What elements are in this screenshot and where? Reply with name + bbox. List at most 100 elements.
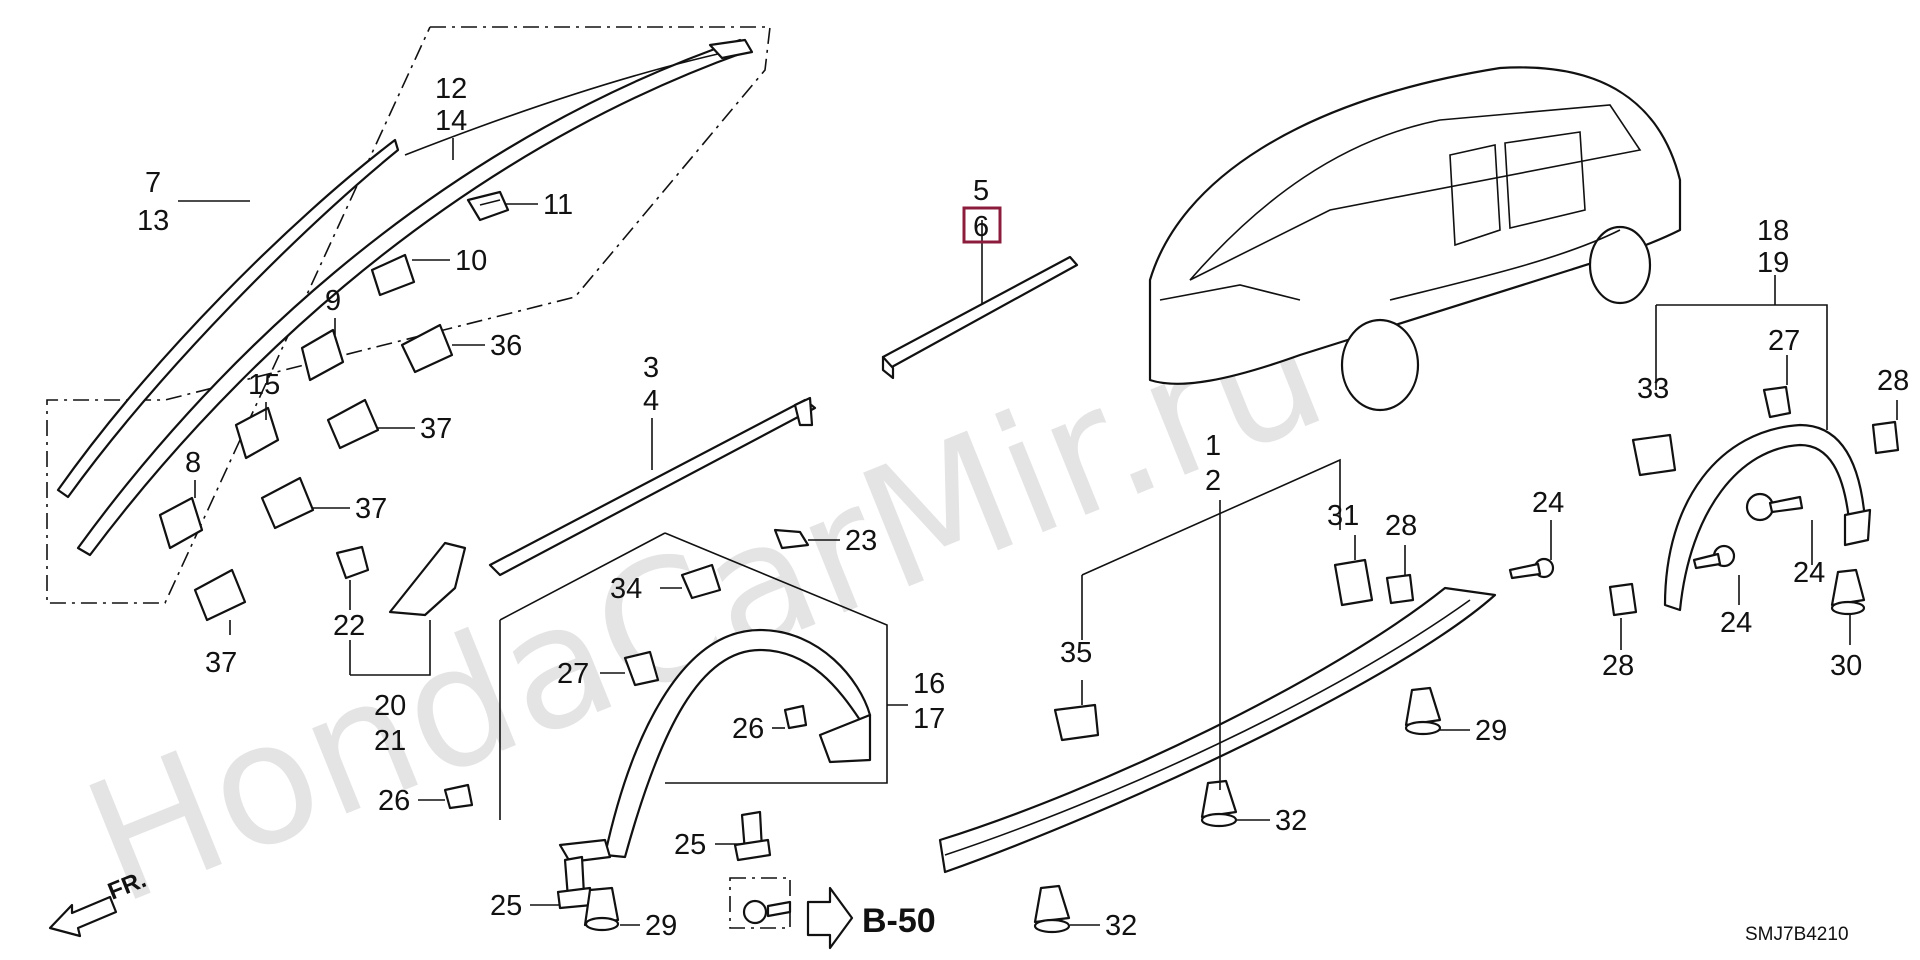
label-12[interactable]: 12 (435, 73, 467, 105)
clip-9 (300, 328, 345, 382)
label-32a[interactable]: 32 (1275, 805, 1307, 837)
label-36[interactable]: 36 (490, 330, 522, 362)
label-3[interactable]: 3 (643, 352, 659, 384)
label-14[interactable]: 14 (435, 105, 467, 137)
clip-36 (400, 323, 454, 374)
label-25a[interactable]: 25 (674, 829, 706, 861)
screw-24c (1692, 544, 1736, 570)
label-29b[interactable]: 29 (1475, 715, 1507, 747)
label-8[interactable]: 8 (185, 447, 201, 479)
clip-22 (335, 545, 370, 580)
clip-28c (1608, 582, 1638, 617)
label-24c[interactable]: 24 (1720, 607, 1752, 639)
label-11[interactable]: 11 (543, 189, 573, 221)
label-37a[interactable]: 37 (420, 413, 452, 445)
clip-35 (1053, 703, 1100, 742)
clip-34 (680, 563, 722, 600)
label-10[interactable]: 10 (455, 245, 487, 277)
label-4[interactable]: 4 (643, 385, 659, 417)
leader-lines (178, 138, 1898, 926)
label-37b[interactable]: 37 (355, 493, 387, 525)
part-labels: 7 13 12 14 11 10 9 36 15 37 8 37 37 22 2… (137, 73, 1909, 942)
label-20[interactable]: 20 (374, 690, 406, 722)
diagram-code: SMJ7B4210 (1745, 924, 1849, 945)
label-27b[interactable]: 27 (1768, 325, 1800, 357)
clip-33 (1631, 433, 1677, 477)
label-24b[interactable]: 24 (1793, 557, 1825, 589)
label-6-highlight-box (962, 206, 1002, 244)
clip-28b (1871, 420, 1900, 455)
reference-b50-link[interactable]: B-50 (862, 902, 936, 940)
molding-5 (881, 255, 1079, 380)
label-32b[interactable]: 32 (1105, 910, 1137, 942)
side-sill-group (938, 458, 1497, 874)
label-23[interactable]: 23 (845, 525, 877, 557)
roof-molding-group (46, 26, 771, 604)
label-1[interactable]: 1 (1205, 430, 1221, 462)
rear-arch-group (1656, 304, 1872, 612)
label-31[interactable]: 31 (1327, 500, 1359, 532)
clip-31 (1333, 558, 1374, 607)
rivet-29b (1404, 686, 1442, 736)
clip-37a (326, 398, 380, 450)
label-17[interactable]: 17 (913, 703, 945, 735)
screw-24a (1508, 557, 1555, 580)
car-illustration (1148, 66, 1682, 412)
roof-molding-7 (56, 138, 400, 499)
label-19[interactable]: 19 (1757, 247, 1789, 279)
label-35[interactable]: 35 (1060, 637, 1092, 669)
clip-26b (783, 704, 808, 730)
label-9[interactable]: 9 (325, 285, 341, 317)
front-arch-group (499, 532, 888, 864)
clip-37b (260, 476, 315, 530)
label-28c[interactable]: 28 (1602, 650, 1634, 682)
label-18[interactable]: 18 (1757, 215, 1789, 247)
label-34[interactable]: 34 (610, 573, 642, 605)
label-13[interactable]: 13 (137, 205, 169, 237)
rivet-30 (1830, 568, 1866, 616)
label-7[interactable]: 7 (145, 167, 161, 199)
clip-23 (773, 528, 810, 550)
label-2[interactable]: 2 (1205, 465, 1221, 497)
label-27a[interactable]: 27 (557, 658, 589, 690)
rivet-29a (583, 886, 620, 932)
label-21[interactable]: 21 (374, 725, 406, 757)
label-6[interactable]: 6 (973, 211, 989, 243)
clip-26a (443, 783, 474, 810)
rivet-32a (1200, 779, 1238, 828)
label-22[interactable]: 22 (333, 610, 365, 642)
screw-25b (556, 855, 594, 910)
clip-8 (158, 496, 204, 550)
label-30[interactable]: 30 (1830, 650, 1862, 682)
side-sill-garnish (938, 586, 1497, 874)
clip-15 (234, 406, 280, 460)
clip-27a (623, 650, 660, 687)
label-28b[interactable]: 28 (1877, 365, 1909, 397)
label-26a[interactable]: 26 (378, 785, 410, 817)
label-24a[interactable]: 24 (1532, 487, 1564, 519)
screw-25a (733, 810, 772, 862)
label-25b[interactable]: 25 (490, 890, 522, 922)
label-5[interactable]: 5 (973, 175, 989, 207)
garnish-20 (388, 541, 467, 617)
clip-28a (1385, 573, 1415, 605)
label-15[interactable]: 15 (248, 369, 280, 401)
clip-37c (193, 568, 247, 622)
screw-24b (1745, 492, 1804, 522)
clip-10 (370, 253, 416, 297)
label-26b[interactable]: 26 (732, 713, 764, 745)
b50-screw (729, 877, 854, 950)
clip-27b (1762, 385, 1792, 419)
roof-molding-12 (76, 38, 747, 557)
label-16[interactable]: 16 (913, 668, 945, 700)
label-29a[interactable]: 29 (645, 910, 677, 942)
front-arrow-icon (48, 895, 118, 938)
label-37c[interactable]: 37 (205, 647, 237, 679)
label-28a[interactable]: 28 (1385, 510, 1417, 542)
rivet-32b (1033, 884, 1071, 934)
door-molding-3 (488, 396, 817, 577)
label-33[interactable]: 33 (1637, 373, 1669, 405)
clip-11 (466, 190, 510, 222)
